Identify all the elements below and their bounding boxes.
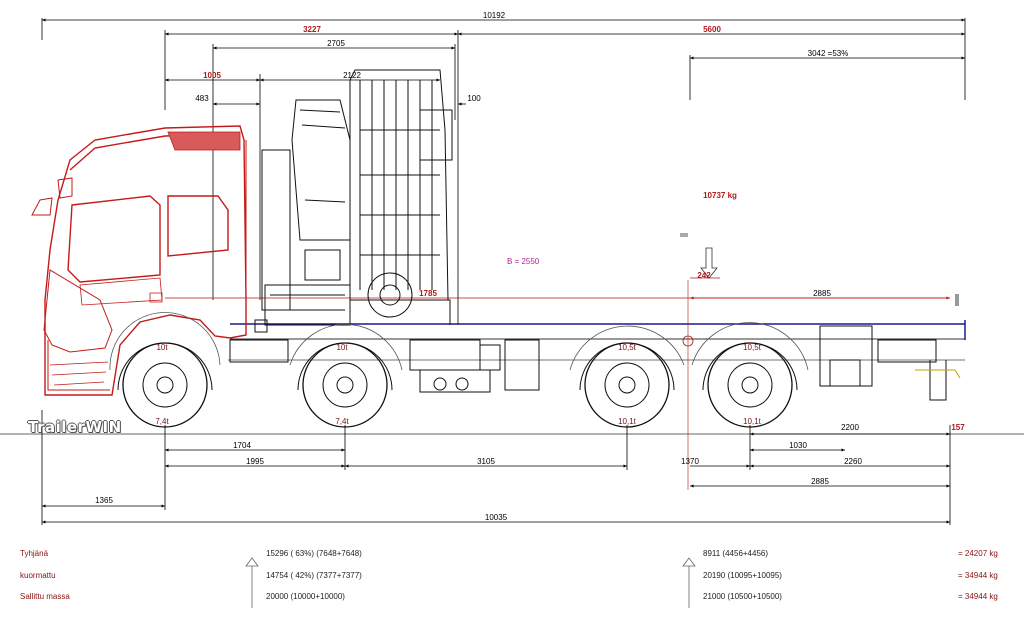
dim-overall-bottom: 10035 <box>485 513 508 522</box>
weight-row-label: kuormattu <box>20 571 56 580</box>
dim-cab-offset: 1005 <box>203 71 221 80</box>
bottom-dimensions <box>41 410 951 525</box>
weight-front-value: 14754 ( 42%) (7377+7377) <box>266 571 362 580</box>
axle-rated-loads: 10t 10t 10,5t 10,5t <box>156 343 761 352</box>
weight-row-label: Tyhjänä <box>20 549 49 558</box>
weight-total-value: = 34944 kg <box>958 571 998 580</box>
axle-rated-3: 10,5t <box>618 343 637 352</box>
axle-actual-2: 7,4t <box>335 417 349 426</box>
dim-gap-100: 100 <box>467 94 481 103</box>
chassis-frame <box>165 294 966 361</box>
wheel-4 <box>702 342 798 428</box>
truck-cab <box>31 125 247 396</box>
weight-rear-value: 20190 (10095+10095) <box>703 571 782 580</box>
dim-rear-overhang: 3042 =53% <box>808 49 849 58</box>
wheel-3 <box>579 342 675 428</box>
weight-total-value: = 24207 kg <box>958 549 998 558</box>
dim-axle-1704: 1704 <box>233 441 251 450</box>
axle-rated-4: 10,5t <box>743 343 762 352</box>
axle-actual-1: 7,4t <box>155 417 169 426</box>
axle-actual-loads: 7,4t 7,4t 10,1t 10,1t <box>155 417 761 426</box>
weight-rear-value: 21000 (10500+10500) <box>703 592 782 601</box>
top-dimensions <box>41 18 966 325</box>
b-label: B = 2550 <box>507 257 540 266</box>
trailerwin-logo: TrailerWIN <box>28 418 122 436</box>
axle-rated-2: 10t <box>336 343 348 352</box>
dim-2885-bottom: 2885 <box>811 477 829 486</box>
wheel-1 <box>117 342 213 428</box>
weight-rear-value: 8911 (4456+4456) <box>703 549 769 558</box>
dim-157: 157 <box>951 423 965 432</box>
dim-rear-section: 5600 <box>703 25 721 34</box>
weight-arrows <box>245 557 696 608</box>
dim-front-to-crane: 3227 <box>303 25 321 34</box>
dim-2200: 2200 <box>841 423 859 432</box>
dim-crane-width: 2705 <box>327 39 345 48</box>
underbody-equipment <box>229 325 961 401</box>
dim-load-mass: 10737 kg <box>703 191 737 200</box>
dim-cab-small: 483 <box>195 94 209 103</box>
dim-load-rear: 2885 <box>813 289 831 298</box>
axle-rated-1: 10t <box>156 343 168 352</box>
weight-front-value: 20000 (10000+10000) <box>266 592 345 601</box>
dim-front-overhang: 1365 <box>95 496 113 505</box>
dim-crane-small: 1785 <box>419 289 437 298</box>
weight-front-value: 15296 ( 63%) (7648+7648) <box>266 549 362 558</box>
loader-crane <box>254 69 453 333</box>
axle-actual-3: 10,1t <box>618 417 637 426</box>
dim-2260: 2260 <box>844 457 862 466</box>
wheel-2 <box>297 342 393 428</box>
dim-overall-top: 10192 <box>483 11 506 20</box>
bottom-dimension-texts: 1704 1995 3105 1370 1030 2200 157 2260 2… <box>95 423 965 522</box>
dim-1030: 1030 <box>789 441 807 450</box>
weight-row-label: Sallittu massa <box>20 592 70 601</box>
dim-wheelbase-1995: 1995 <box>246 457 264 466</box>
wheels <box>109 312 809 428</box>
axle-actual-4: 10,1t <box>743 417 762 426</box>
load-point-marker: 10737 kg 242 2885 <box>680 191 950 490</box>
dim-wheelbase-3105: 3105 <box>477 457 495 466</box>
top-dimension-texts: 10192 3227 5600 2705 3042 =53% 1005 2122… <box>195 11 848 103</box>
dim-1370: 1370 <box>681 457 699 466</box>
weight-total-value: = 34944 kg <box>958 592 998 601</box>
dim-load-point: 242 <box>697 271 711 280</box>
